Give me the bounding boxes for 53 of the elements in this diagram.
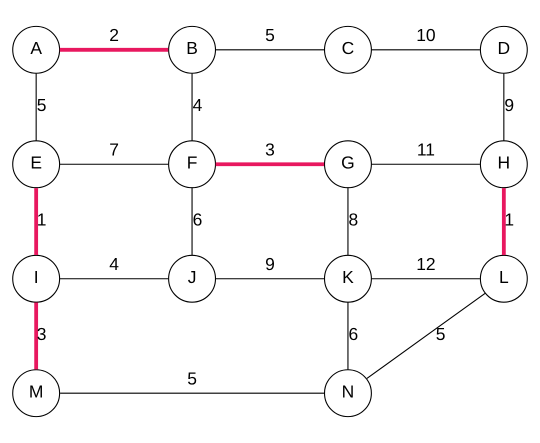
connector — [372, 278, 480, 280]
edge-label: 4 — [192, 95, 202, 116]
node-circle: I — [12, 254, 60, 303]
edge-label: 5 — [265, 24, 275, 45]
connector — [347, 302, 348, 370]
node-circle: G — [324, 140, 372, 188]
node-circle: E — [12, 140, 60, 188]
connector — [192, 188, 193, 255]
connector — [60, 392, 324, 394]
edge-label: 5 — [436, 324, 446, 344]
node-circle: J — [168, 254, 216, 303]
connector — [216, 162, 324, 166]
connector — [34, 302, 38, 370]
node-circle: B — [168, 26, 216, 74]
edge-label: 12 — [416, 254, 436, 274]
edge-label: 9 — [265, 254, 275, 274]
connector — [34, 188, 38, 255]
edge-label: 1 — [36, 210, 46, 230]
edge-label: 8 — [348, 210, 358, 230]
node-circle: D — [480, 26, 528, 74]
connector — [60, 278, 168, 280]
node-circle: N — [324, 369, 372, 418]
connector — [60, 48, 168, 52]
connector — [60, 164, 168, 165]
edge-label: 6 — [348, 324, 358, 344]
node-circle: A — [12, 26, 60, 74]
node-circle: C — [324, 26, 372, 74]
connector — [503, 74, 504, 140]
connector — [502, 188, 506, 255]
node-circle: K — [324, 254, 372, 303]
connector — [347, 188, 348, 255]
node-circle: M — [12, 369, 60, 418]
edge-label: 2 — [109, 24, 119, 45]
edge-label: 4 — [109, 254, 119, 274]
edge-label: 7 — [109, 139, 119, 160]
edge-label: 10 — [416, 24, 436, 45]
edge-label: 6 — [192, 210, 202, 230]
node-circle: F — [168, 140, 216, 188]
connector — [36, 74, 37, 140]
connector — [366, 292, 486, 379]
edge-label: 3 — [265, 139, 275, 160]
connector — [372, 49, 480, 50]
connector — [216, 49, 324, 50]
connector — [216, 278, 324, 280]
edge-label: 9 — [504, 95, 514, 116]
edge-label: 1 — [504, 210, 514, 230]
connector — [192, 74, 193, 140]
connector — [372, 164, 480, 165]
edge-label: 5 — [187, 368, 197, 388]
node-circle: L — [480, 254, 528, 303]
edge-label: 5 — [36, 95, 46, 116]
node-circle: H — [480, 140, 528, 188]
edge-label: 11 — [416, 139, 435, 160]
